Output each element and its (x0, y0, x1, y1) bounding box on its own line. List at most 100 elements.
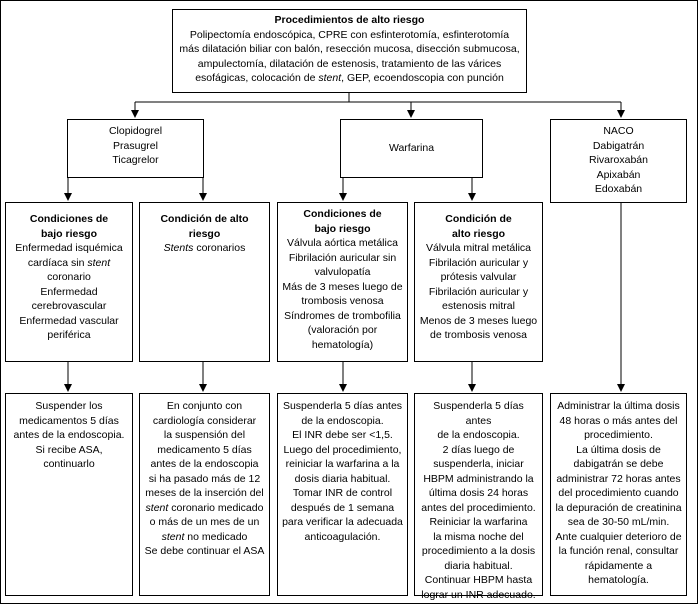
list-line: Prasugrel (113, 139, 158, 152)
text-line: Fibrilación auricular y (419, 285, 538, 300)
text-line: cardiología considerar (144, 414, 265, 429)
text-segment: 48 horas o más antes del (559, 414, 678, 427)
text-line: Enfermedad (10, 285, 128, 300)
text-line: prótesis valvular (419, 270, 538, 285)
text-segment: Luego del procedimiento, (283, 443, 402, 456)
text-line: procedimiento. (555, 428, 682, 443)
text-segment: del procedimiento cuando (558, 487, 679, 499)
text-segment: meses de la inserción del (145, 487, 264, 499)
text-line: Administrar la última dosis (555, 399, 682, 414)
text-line: dosis diaria habitual. (282, 472, 403, 487)
text-segment: Válvula aórtica metálica (287, 237, 398, 249)
text-line: cerebrovascular (10, 299, 128, 314)
text-segment: o más de un mes de un (149, 516, 260, 528)
text-line: la suspensión del (144, 428, 265, 443)
text-segment: antes de la endoscopia. (13, 429, 125, 441)
text-line: antes de la endoscopia. (10, 428, 128, 443)
list-line: NACO (603, 125, 634, 137)
text-segment: rápidamente a hematología. (584, 559, 653, 587)
text-line: 48 horas o más antes del (555, 414, 682, 429)
text-line: después de 1 semana (282, 501, 403, 516)
text-line: Reiniciar la warfarina (419, 515, 538, 530)
text-segment: coronario (47, 271, 91, 283)
text-segment: lograr un INR adecuado. (421, 588, 536, 601)
text-segment: antes del procedimiento. (421, 501, 536, 514)
list-line: Dabigatrán (592, 139, 645, 152)
text-segment: cerebrovascular (31, 300, 107, 312)
w-high-risk-action-box: Suspenderla 5 días antes de la endoscopia… (414, 393, 543, 601)
text-line: procedimiento a la dosis (419, 544, 538, 559)
text-line: stent no medicado (144, 530, 265, 545)
text-line: medicamento 5 días (144, 443, 265, 458)
list-line: Apixabán (596, 168, 641, 181)
text-segment: Fibrilación auricular y (428, 285, 529, 298)
w-high-risk-action-text: Suspenderla 5 días antes de la endoscopia… (419, 399, 538, 602)
text-segment: Ante cualquier deterioro de (555, 530, 682, 543)
text-segment: Tomar INR de control (292, 487, 393, 499)
text-line: El INR debe ser <1,5. (282, 428, 403, 443)
box-title-line: bajo riesgo (314, 222, 371, 235)
text-line: Enfermedad vascular (10, 314, 128, 329)
text-segment: de la endoscopia. (437, 429, 520, 441)
text-segment: sea de 30-50 mL/min. (567, 516, 670, 528)
text-line: la depuración de creatinina (555, 501, 682, 516)
text-segment: después de 1 semana (290, 501, 395, 514)
w-low-risk-action-text: Suspenderla 5 días antes de la endoscopia… (282, 399, 403, 544)
text-line: suspenderla, iniciar (419, 457, 538, 472)
text-line: más dilatación biliar con balón, resecci… (179, 43, 520, 55)
text-segment: valvulopatía (314, 266, 371, 278)
top-title: Procedimientos de alto riesgo (274, 14, 425, 26)
text-line: trombosis venosa (282, 294, 403, 309)
text-line: cardíaca sin stent (10, 256, 128, 271)
text-line: dabigatrán se debe (555, 457, 682, 472)
text-segment: coronario medicado (168, 501, 264, 514)
top-procedures-box: Procedimientos de alto riesgo Polipectom… (172, 9, 527, 93)
text-line: periférica (10, 328, 128, 343)
text-segment: dabigatrán se debe (573, 458, 664, 470)
text-line: de la endoscopia. (282, 414, 403, 429)
text-line: antes del procedimiento. (419, 501, 538, 516)
text-segment: Suspenderla 5 días antes (433, 400, 524, 427)
text-segment: Fibrilación auricular sin (288, 251, 397, 264)
text-line: Fibrilación auricular sin (282, 251, 403, 266)
text-line: administrar 72 horas antes (555, 472, 682, 487)
text-segment: Se debe continuar el ASA (144, 545, 265, 557)
text-line: stent coronario medicado (144, 501, 265, 516)
text-segment: la depuración de creatinina (555, 501, 682, 514)
text-segment: antes de la endoscopia (150, 458, 259, 470)
text-line: Se debe continuar el ASA (144, 544, 265, 559)
text-segment: periférica (47, 329, 91, 341)
text-line: continuarlo (10, 457, 128, 472)
text-line: Luego del procedimiento, (282, 443, 403, 458)
text-line: (valoración por (282, 323, 403, 338)
text-segment: cardiología considerar (152, 414, 257, 427)
italic-term: stent (145, 501, 169, 514)
text-line: meses de la inserción del (144, 486, 265, 501)
text-segment: 2 días luego de (442, 443, 515, 456)
text-line: la misma noche del (419, 530, 538, 545)
text-segment: Más de 3 meses luego de (282, 280, 403, 293)
text-line: rápidamente a hematología. (555, 559, 682, 588)
text-line: para verificar la adecuada (282, 515, 403, 530)
text-segment: Suspenderla 5 días antes (282, 400, 403, 412)
text-segment: HBPM administrando la (423, 472, 534, 485)
text-line: Menos de 3 meses luego (419, 314, 538, 329)
text-segment: medicamentos 5 días (19, 414, 119, 427)
text-line: 2 días luego de (419, 443, 538, 458)
text-line: La última dosis de (555, 443, 682, 458)
text-segment: última dosis 24 horas (428, 487, 529, 499)
text-segment: La última dosis de (576, 443, 661, 456)
text-line: hematología) (282, 338, 403, 353)
text-segment: Reiniciar la warfarina (429, 516, 528, 528)
warfarin-label: Warfarina (388, 142, 435, 155)
text-line: estenosis mitral (419, 299, 538, 314)
